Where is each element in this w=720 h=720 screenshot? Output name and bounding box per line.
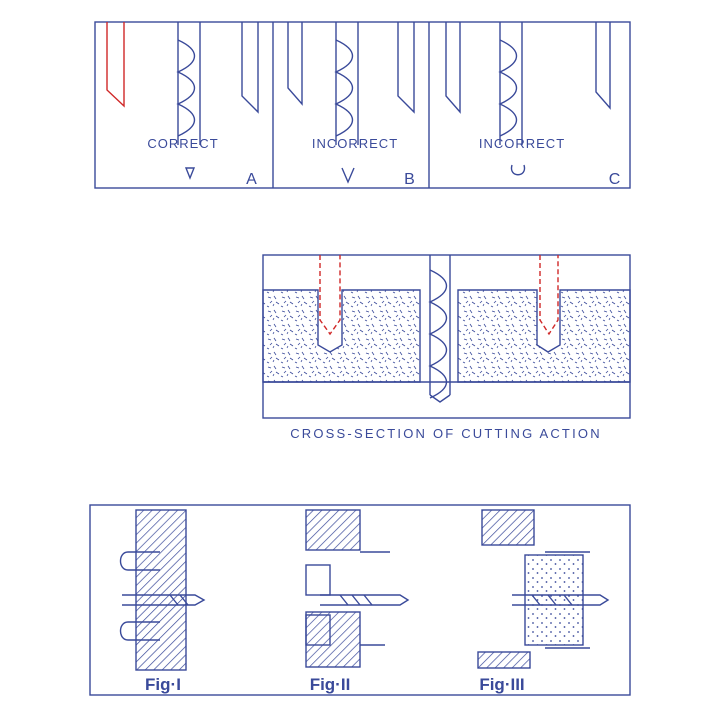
cross-section-blade-left	[319, 255, 341, 336]
cross-section-drill-flute	[428, 269, 448, 399]
fig-1-clip-curves	[119, 551, 160, 641]
figures-panel	[89, 504, 631, 696]
fig-3-label: Fig·III	[479, 675, 524, 694]
fig-2-label: Fig·II	[310, 675, 351, 694]
cutter-blade-b-left	[287, 22, 303, 106]
fig-2-hatched-top	[305, 509, 361, 551]
drill-point-b	[341, 167, 355, 184]
fig-3-clips	[545, 551, 590, 649]
fig-2-drill-flute	[339, 594, 373, 606]
fig-2-slot-upper	[305, 564, 331, 596]
section-c-label: INCORRECT	[479, 136, 565, 151]
section-b-illustration	[287, 22, 415, 184]
fig-1-drill-flute	[169, 594, 189, 606]
fig-3-drill	[512, 594, 610, 606]
cross-section-drill-point	[429, 394, 451, 403]
red-cutter-blade	[106, 22, 125, 108]
fig-1-label: Fig·I	[145, 675, 181, 694]
cutter-blade-a	[241, 22, 259, 114]
fig-3-hatched-top	[481, 509, 535, 546]
section-a-label: CORRECT	[147, 136, 218, 151]
cutter-blade-c-left	[445, 22, 461, 114]
section-a-illustration	[106, 22, 259, 180]
cross-section-panel	[262, 254, 631, 419]
section-b-label: INCORRECT	[312, 136, 398, 151]
drill-flute-c	[498, 39, 518, 137]
cross-section-drill-body	[429, 255, 451, 395]
section-b-letter: B	[404, 171, 416, 188]
fig-1-hatched-wall	[135, 509, 187, 671]
fig-2-hatched-bottom	[305, 611, 361, 668]
fig-1-illustration	[119, 509, 206, 671]
drill-body-b	[335, 22, 359, 145]
section-a-letter: A	[246, 171, 258, 188]
material-left	[262, 289, 421, 383]
drill-body-a	[177, 22, 201, 145]
fig-2-slot-lower	[305, 614, 331, 646]
fig-2-clips	[360, 551, 390, 646]
fig-2-drill	[320, 594, 410, 606]
fig-3-drill-flute	[531, 594, 573, 606]
drill-point-c	[510, 164, 526, 176]
cutter-blade-b-right	[397, 22, 415, 114]
drill-body-c	[499, 22, 523, 145]
fig-2-illustration	[305, 509, 410, 668]
fig-3-dotted-block	[524, 554, 584, 646]
material-right	[457, 289, 631, 383]
section-c-illustration	[445, 22, 611, 176]
fig-3-hatched-bottom	[477, 651, 531, 669]
fig-3-illustration	[477, 509, 610, 669]
section-c-letter: C	[609, 171, 622, 188]
top-panel-frame	[94, 21, 631, 189]
cutter-blade-c-right	[595, 22, 611, 110]
drill-point-a	[184, 167, 196, 180]
figures-frame	[89, 504, 631, 696]
fig-1-clips	[128, 551, 160, 623]
top-panel	[94, 21, 631, 189]
cross-section-caption: CROSS-SECTION OF CUTTING ACTION	[290, 426, 602, 441]
drill-flute-b	[334, 39, 354, 137]
drill-flute-a	[176, 39, 196, 137]
top-panel-labels: CORRECT A INCORRECT B INCORRECT C	[147, 136, 622, 188]
cross-section-blade-right	[539, 255, 559, 336]
